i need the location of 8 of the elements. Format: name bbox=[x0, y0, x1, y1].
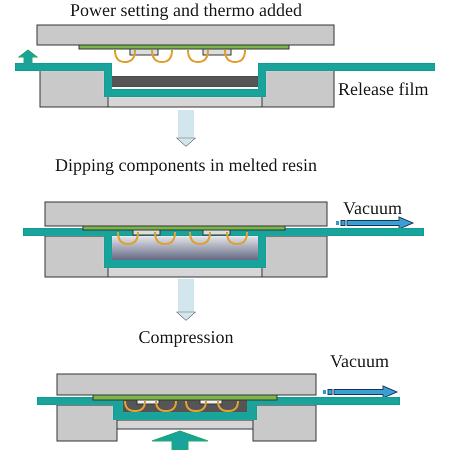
step-heading: Compression bbox=[138, 327, 234, 347]
vacuum-label: Vacuum bbox=[343, 198, 402, 218]
step-heading: Dipping components in melted resin bbox=[55, 155, 317, 175]
step-heading: Power setting and thermo added bbox=[70, 0, 302, 20]
part-label: Release film bbox=[338, 79, 428, 99]
vacuum-label: Vacuum bbox=[330, 351, 389, 371]
block-arrow bbox=[176, 110, 196, 147]
block-arrow bbox=[176, 279, 196, 321]
